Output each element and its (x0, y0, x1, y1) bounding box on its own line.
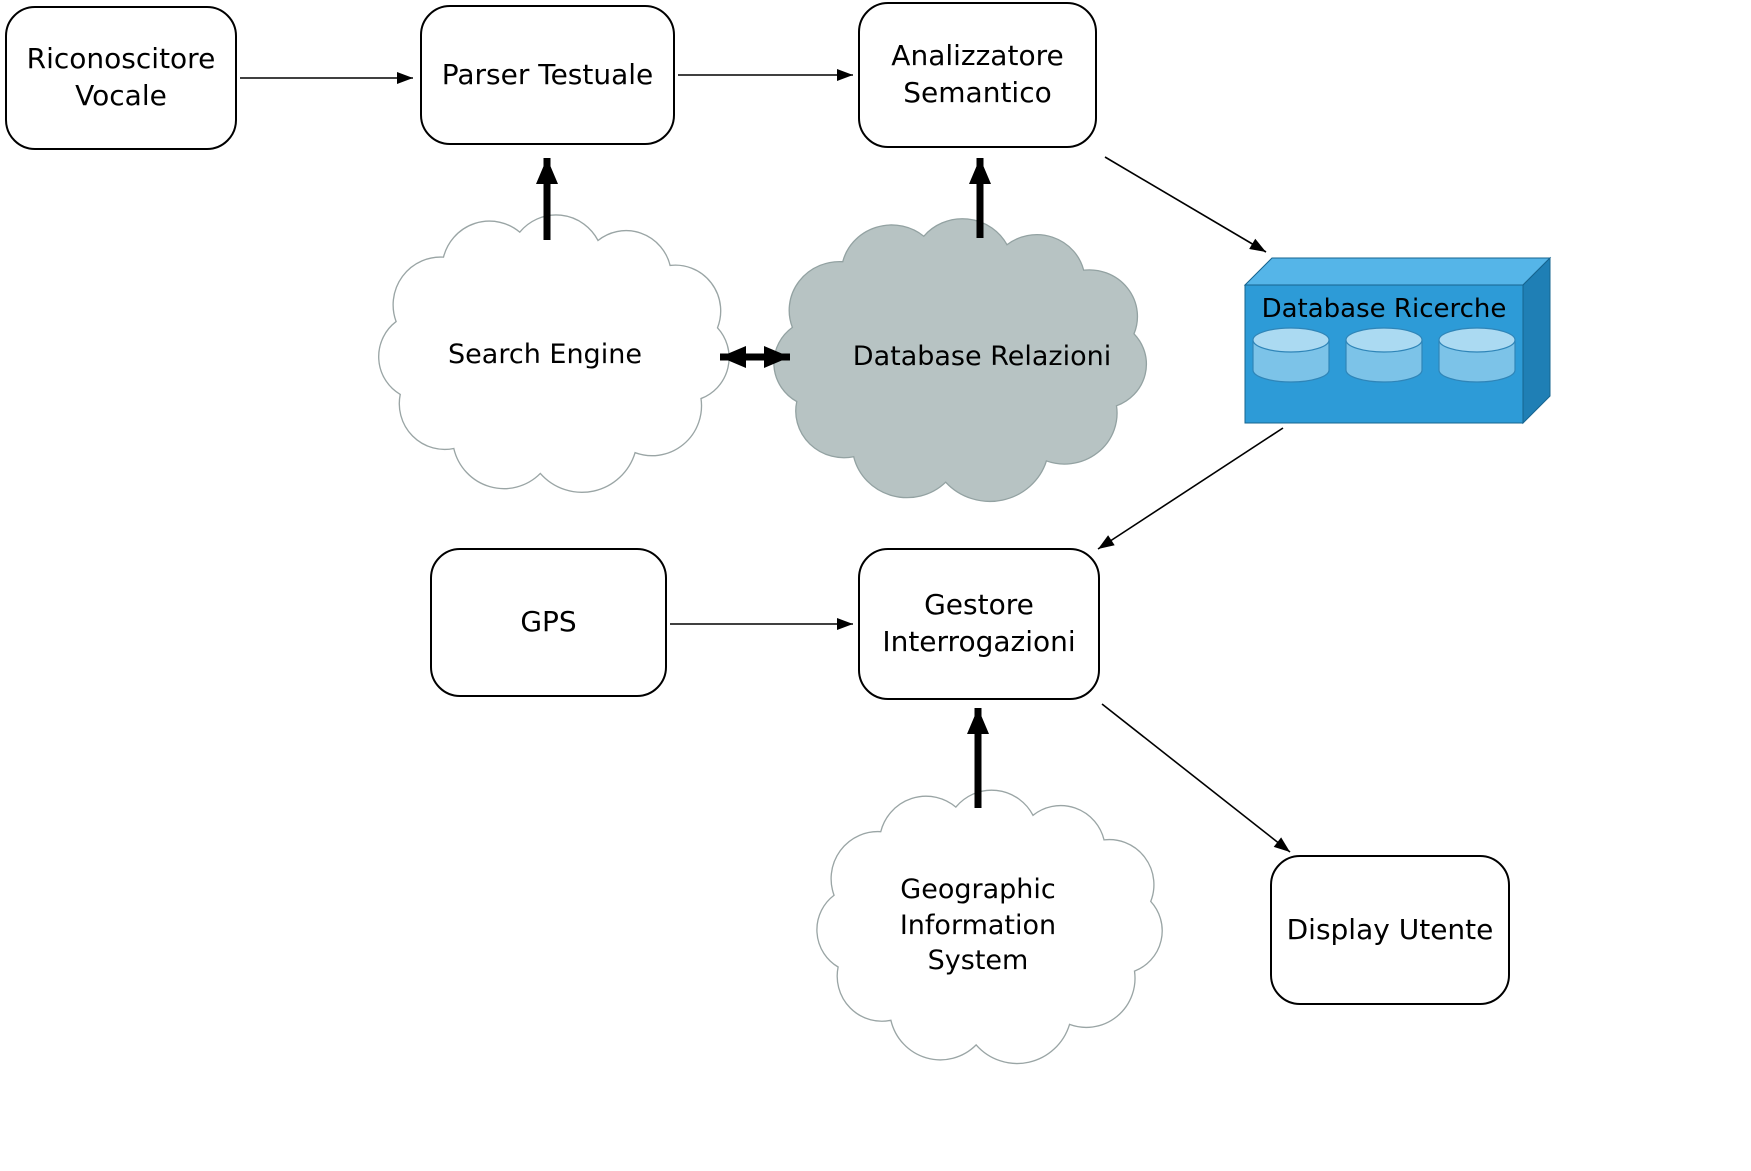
node-label: Gestore Interrogazioni (882, 588, 1076, 658)
arrow-ricerche-to-gestore (1097, 427, 1284, 550)
database-top-face (1243, 257, 1552, 286)
arrow-gestore-to-display (1101, 703, 1291, 853)
database-ricerche-shape (1243, 256, 1552, 425)
database-cylinder-top-icon (1438, 327, 1516, 353)
database-ricerche-label: Database Ricerche (1261, 294, 1507, 324)
node-riconoscitore-vocale: Riconoscitore Vocale (5, 6, 237, 150)
node-analizzatore-semantico: Analizzatore Semantico (858, 2, 1097, 148)
node-label: Display Utente (1286, 912, 1494, 946)
node-gps: GPS (430, 548, 667, 697)
node-gestore-interrogazioni: Gestore Interrogazioni (858, 548, 1100, 700)
search-engine-label: Search Engine (448, 339, 642, 370)
node-label: GPS (520, 605, 577, 639)
node-label: Parser Testuale (441, 57, 654, 91)
node-label: Analizzatore Semantico (891, 39, 1064, 109)
database-cylinder-top-icon (1252, 327, 1330, 353)
database-side-face (1522, 256, 1551, 425)
gis-label: Geographic Information System (899, 874, 1057, 977)
node-parser-testuale: Parser Testuale (420, 5, 675, 145)
node-label: Riconoscitore Vocale (26, 42, 216, 112)
node-display-utente: Display Utente (1270, 855, 1510, 1005)
database-relazioni-label: Database Relazioni (852, 341, 1112, 372)
database-cylinder-top-icon (1345, 327, 1423, 353)
arrow-analizzatore-to-ricerche (1104, 156, 1267, 253)
